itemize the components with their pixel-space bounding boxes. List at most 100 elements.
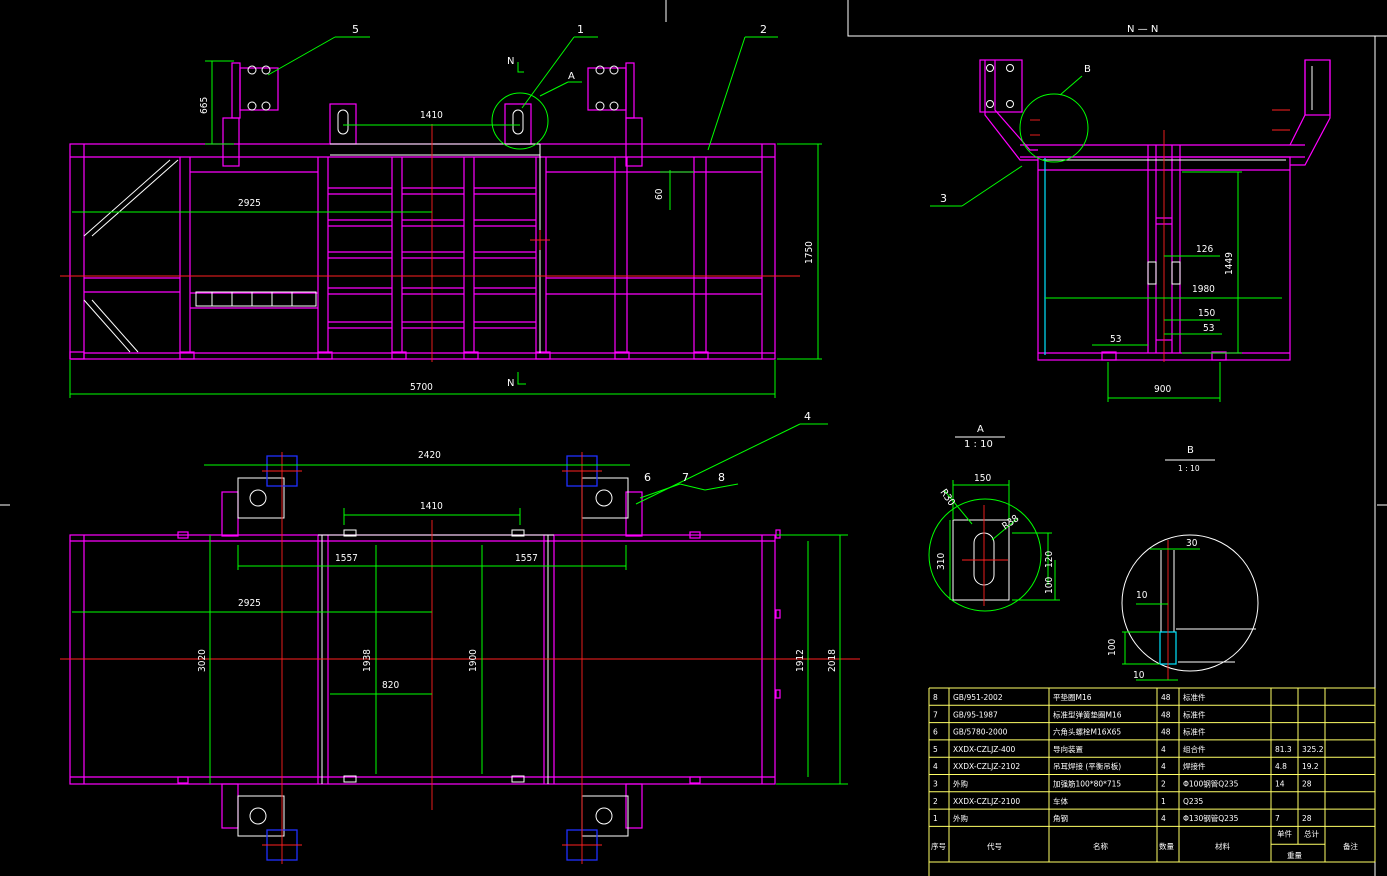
dim-2420: 2420 [418, 450, 441, 461]
dim-1557-right: 1557 [515, 553, 538, 564]
bom-cell-qty: 48 [1161, 693, 1171, 702]
detail-b-ref: B [1084, 64, 1091, 75]
detail-a-title: A [977, 424, 984, 435]
bom-head-no: 序号 [931, 841, 946, 851]
side-view-title: N — N [1127, 24, 1158, 35]
detail-b-dims [1122, 548, 1200, 681]
bom-head-weight: 重量 [1287, 851, 1303, 860]
dim-1557-left: 1557 [335, 553, 358, 564]
dim-1410-plan: 1410 [420, 501, 443, 512]
dim-900: 900 [1154, 384, 1171, 395]
side-guide-detail [986, 64, 1313, 110]
bom-cell-no: 3 [933, 780, 938, 789]
bom-cell-code: GB/951-2002 [953, 693, 1003, 702]
detail-b: B 1 : 10 30 10 100 10 [1107, 445, 1259, 681]
dim-53-left: 53 [1110, 334, 1121, 345]
bom-head-qty: 数量 [1159, 841, 1175, 851]
bom-head-total: 总计 [1304, 828, 1320, 838]
balloon-6: 6 [644, 471, 651, 484]
dim-2925-plan: 2925 [238, 598, 261, 609]
front-centerlines [60, 124, 800, 362]
front-dimensions [69, 36, 822, 398]
bom-cell-qty: 1 [1161, 797, 1166, 806]
bom-cell-material: Q235 [1183, 797, 1203, 806]
bom-cell-material: 标准件 [1183, 727, 1206, 737]
side-view: N — N [930, 24, 1331, 402]
detail-a-dim-310: 310 [936, 553, 947, 570]
bom-cell-material: 焊接件 [1183, 761, 1206, 771]
bom-head-material: 材料 [1215, 841, 1231, 851]
bom-cell-name: 导向装置 [1053, 744, 1083, 754]
bom-cell-code: XXDX-CZLJZ-2102 [953, 762, 1020, 771]
bom-cell-material: 标准件 [1183, 692, 1206, 702]
detail-b-outline [1121, 534, 1259, 672]
detail-b-dim-10-top: 10 [1136, 590, 1148, 601]
front-details [83, 109, 541, 353]
detail-b-dim-10-bottom: 10 [1133, 670, 1145, 681]
bom-cell-qty: 4 [1161, 762, 1166, 771]
bom-cell-no: 1 [933, 814, 938, 823]
bom-cell-name: 六角头螺栓M16X65 [1053, 727, 1121, 737]
dim-2925-front: 2925 [238, 198, 261, 209]
detail-a-scale: 1 : 10 [964, 439, 993, 450]
dim-1449: 1449 [1224, 252, 1235, 275]
bom-cell-material: 组合件 [1183, 744, 1206, 754]
bom-cell-unit-weight: 7 [1275, 814, 1280, 823]
plan-view: 2420 1410 1557 1557 2925 3020 1938 1900 … [60, 410, 860, 864]
bom-cell-no: 2 [933, 797, 938, 806]
section-mark-bottom: N [507, 378, 514, 389]
bom-cell-code: XXDX-CZLJZ-2100 [953, 797, 1020, 806]
dim-1938: 1938 [362, 649, 373, 672]
detail-b-circle [1019, 93, 1089, 163]
bom-cell-name: 角钢 [1053, 813, 1068, 823]
bom-cell-name: 平垫圈M16 [1053, 692, 1092, 702]
bom-cell-code: XXDX-CZLJZ-400 [953, 745, 1016, 754]
bom-cell-qty: 48 [1161, 710, 1171, 719]
detail-a-dim-r30: R30 [938, 487, 957, 508]
dim-1900: 1900 [468, 649, 479, 672]
detail-a-centerline [962, 505, 1008, 606]
bom-cell-code: 外购 [953, 779, 968, 789]
bom-cell-total-weight: 28 [1302, 814, 1312, 823]
balloon-3: 3 [940, 192, 947, 205]
bom-cell-name: 车体 [1053, 796, 1069, 806]
dim-820: 820 [382, 680, 399, 691]
detail-a-dim-150: 150 [974, 473, 991, 484]
bom-cell-name: 吊耳焊接 (平衡吊板) [1053, 761, 1121, 771]
dim-1980: 1980 [1192, 284, 1215, 295]
dim-1750: 1750 [804, 241, 815, 264]
plan-dimensions [72, 423, 848, 785]
dim-1912: 1912 [795, 649, 806, 672]
bom-cell-material: Φ100钢管Q235 [1183, 779, 1239, 789]
bom-grid [928, 687, 1376, 876]
plan-guides [237, 477, 629, 837]
bom-cell-no: 8 [933, 693, 938, 702]
bom-cell-no: 5 [933, 745, 938, 754]
balloon-7: 7 [682, 471, 689, 484]
dim-60: 60 [654, 188, 665, 200]
dim-665: 665 [199, 97, 210, 114]
balloon-2: 2 [760, 23, 767, 36]
side-frame [979, 59, 1331, 361]
front-frame [69, 103, 776, 360]
bom-cell-unit-weight: 4.8 [1275, 762, 1287, 771]
dim-53-right: 53 [1203, 323, 1214, 334]
bom-head-unit: 单件 [1277, 828, 1293, 838]
bom-cell-code: 外购 [953, 813, 968, 823]
front-view: 5700 2925 1410 1750 665 60 5 1 2 A N N [60, 23, 822, 398]
detail-b-dim-30: 30 [1186, 538, 1198, 549]
bom-cell-total-weight: 19.2 [1302, 762, 1319, 771]
bom-cell-name: 标准型弹簧垫圈M16 [1053, 709, 1122, 719]
bom-cell-unit-weight: 14 [1275, 780, 1285, 789]
bom-head-code: 代号 [987, 841, 1002, 851]
bom-head-remark: 备注 [1343, 841, 1359, 851]
detail-b-part [1160, 550, 1256, 663]
bom-cell-name: 加强筋100*80*715 [1053, 779, 1121, 789]
detail-a-dim-120: 120 [1044, 551, 1055, 568]
detail-b-dim-100: 100 [1107, 639, 1118, 656]
detail-a-dim-100: 100 [1044, 577, 1055, 594]
bom-cell-qty: 2 [1161, 780, 1166, 789]
